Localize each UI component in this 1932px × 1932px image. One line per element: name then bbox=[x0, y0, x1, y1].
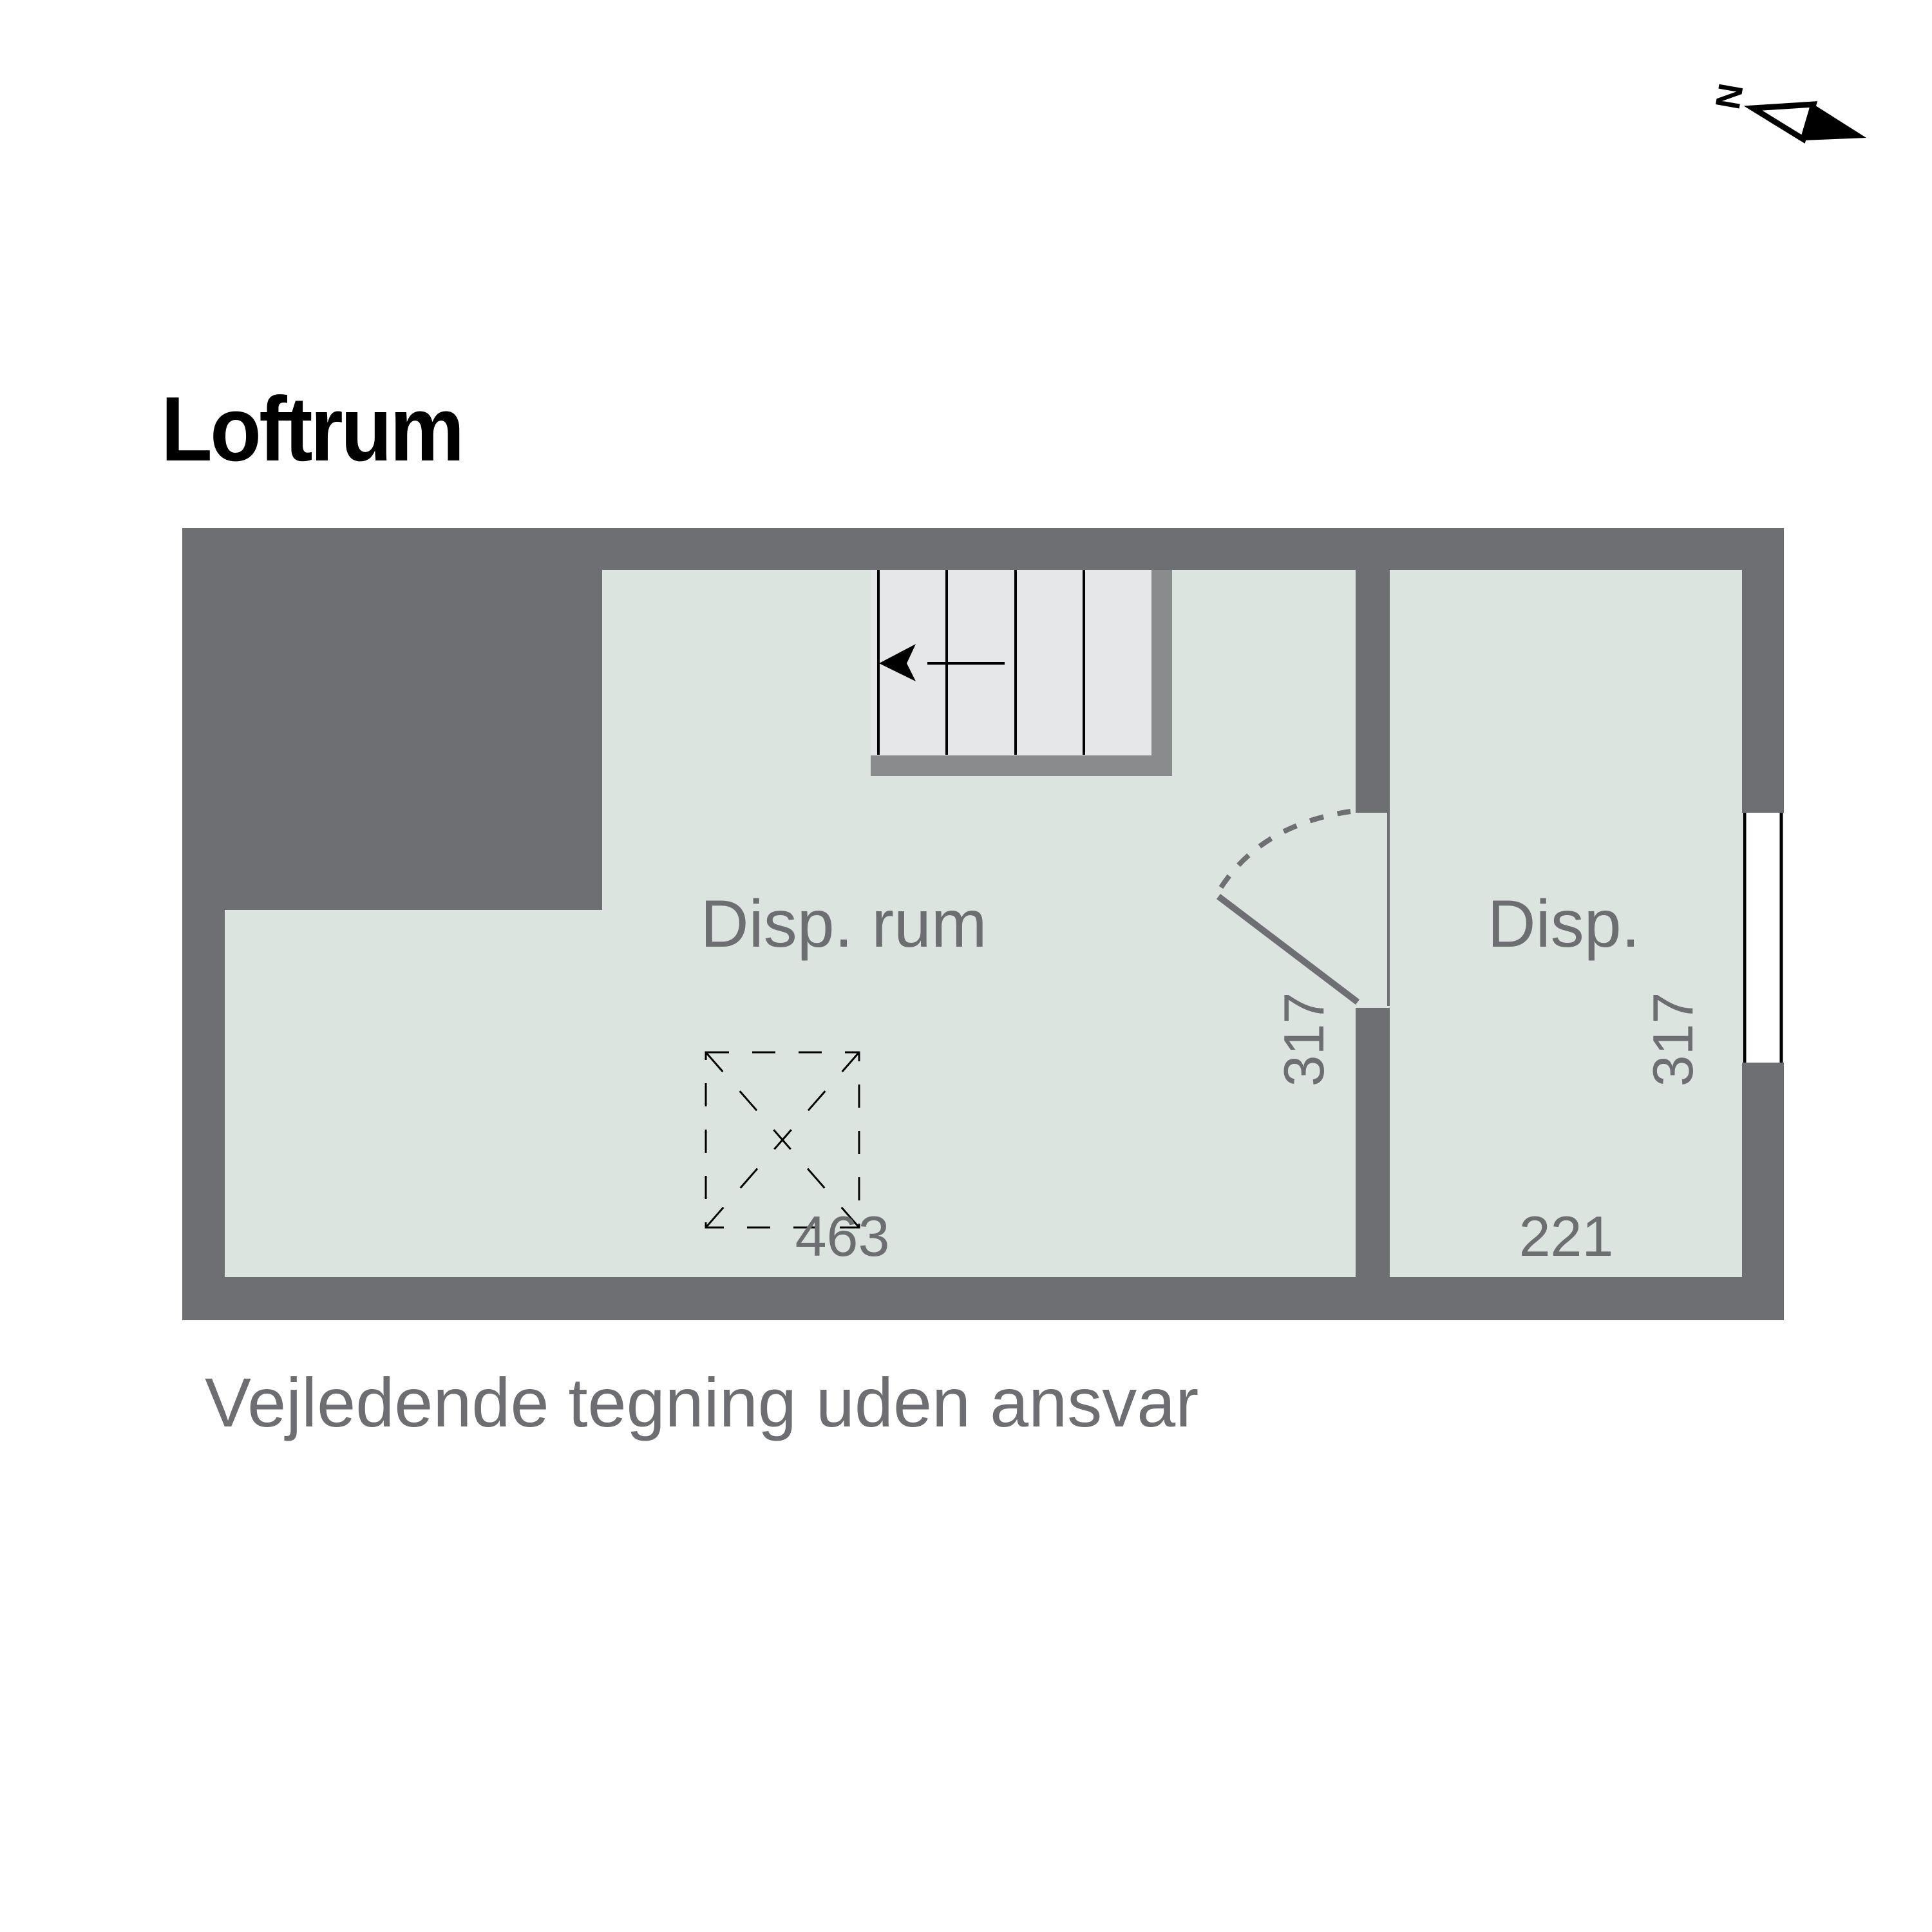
staircase-icon bbox=[871, 570, 1172, 776]
dimension-depth-disp: 317 bbox=[1641, 992, 1705, 1087]
disclaimer-text: Vejledende tegning uden ansvar bbox=[205, 1363, 1199, 1441]
floor-title: Loftrum bbox=[161, 378, 464, 480]
room-label-disp-rum: Disp. rum bbox=[701, 887, 987, 961]
stairs-direction-arrow-icon bbox=[879, 644, 916, 681]
north-arrow-icon: N bbox=[1709, 80, 1866, 144]
room-disp bbox=[1390, 570, 1742, 1277]
north-label: N bbox=[1709, 80, 1751, 112]
window-icon bbox=[1742, 813, 1784, 1063]
attic-hatch-icon bbox=[705, 1051, 860, 1229]
room-disp-rum bbox=[225, 570, 1356, 1277]
door-opening bbox=[1352, 813, 1392, 1008]
room-label-disp: Disp. bbox=[1488, 887, 1640, 961]
dimension-width-disp-rum: 463 bbox=[795, 1204, 890, 1268]
door-icon bbox=[1216, 809, 1390, 1006]
dimension-width-disp: 221 bbox=[1519, 1204, 1614, 1268]
dimension-depth-disp-rum: 317 bbox=[1272, 992, 1336, 1087]
